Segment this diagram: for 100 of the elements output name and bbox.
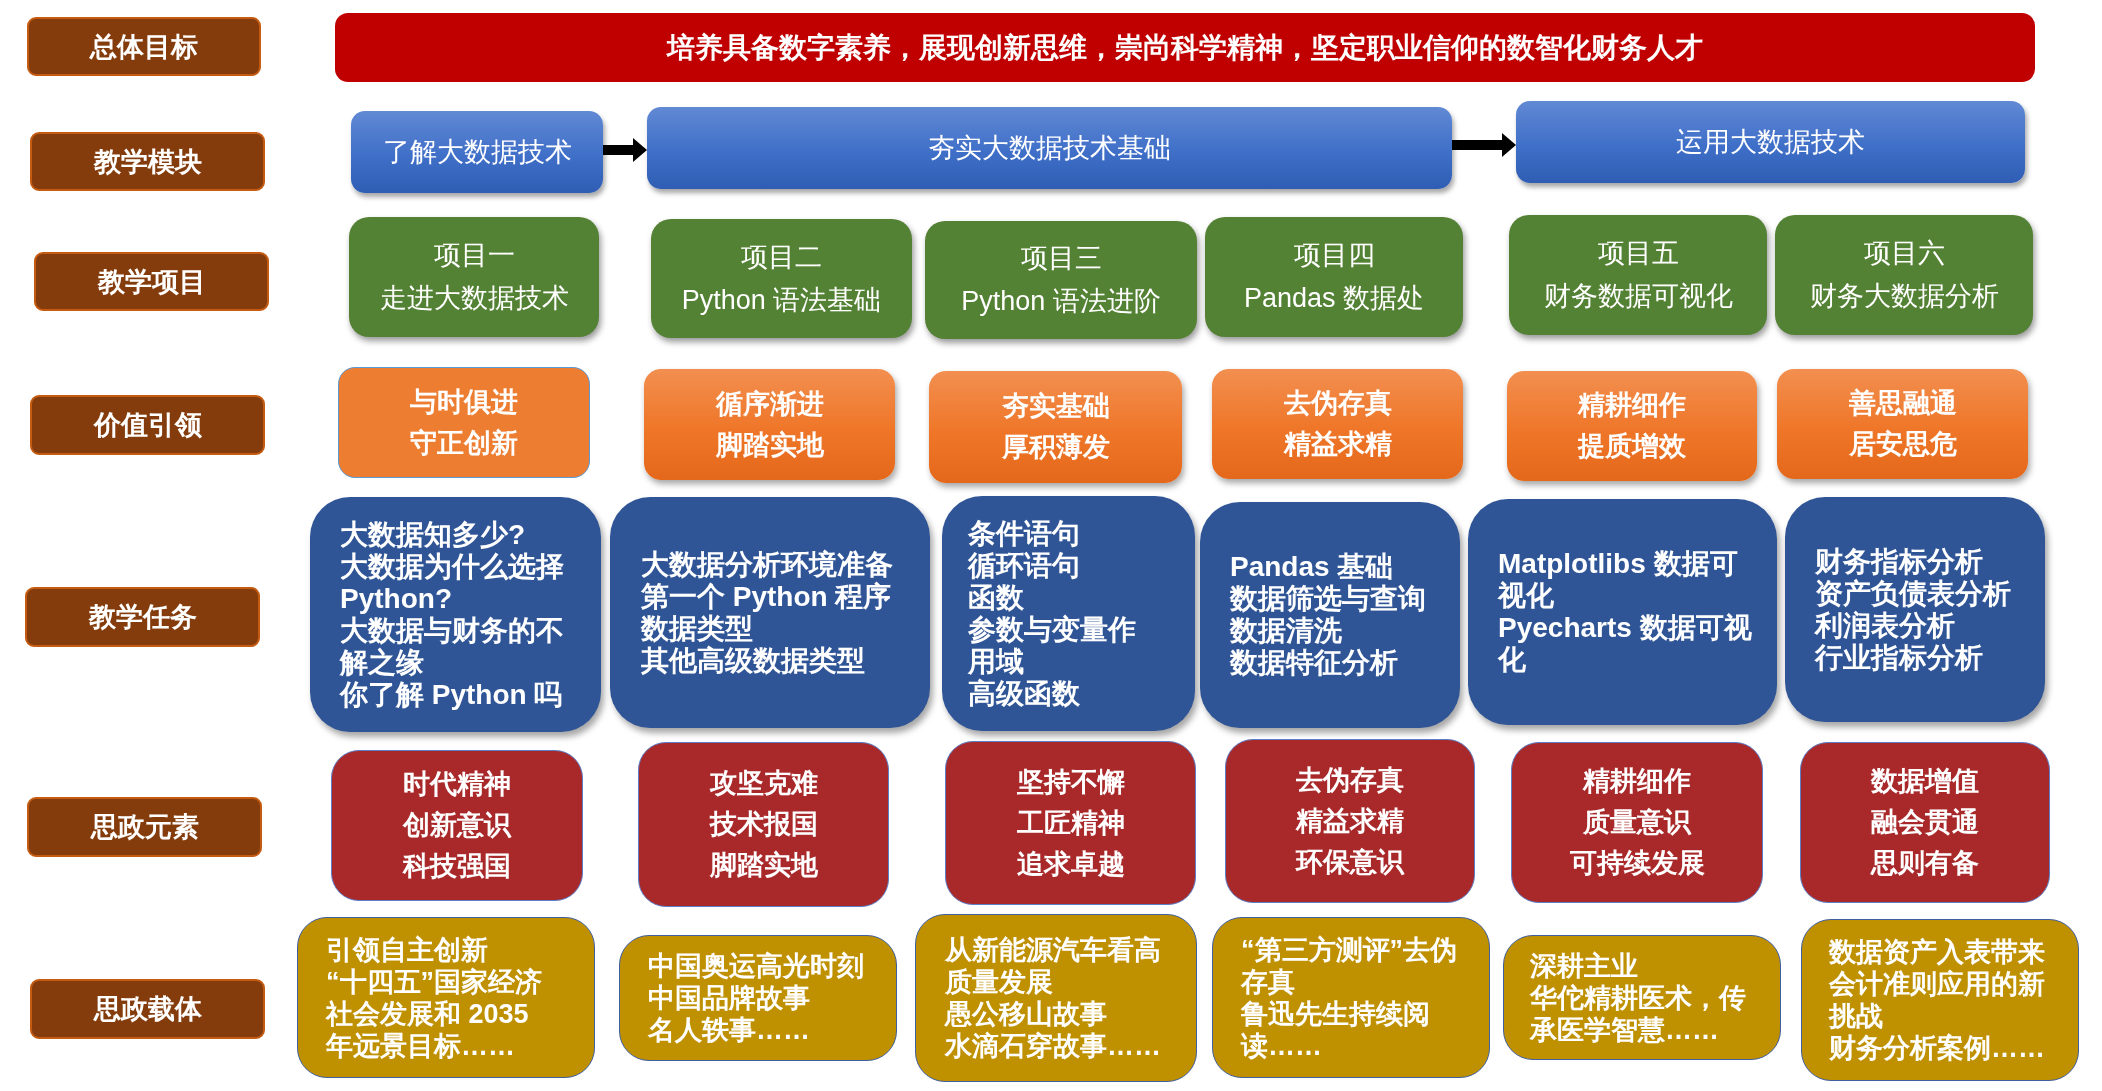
value-phrase: 循序渐进 (715, 387, 824, 421)
value-phrase: 去伪存真 (1283, 387, 1392, 420)
element-phrase: 追求卓越 (1016, 847, 1125, 881)
carrier-text: 深耕主业 (1530, 949, 1638, 982)
task-item: Pandas 基础 (1230, 551, 1394, 583)
element-box (1511, 742, 1763, 903)
module-title: 夯实大数据技术基础 (928, 132, 1171, 165)
project-box (1509, 215, 1767, 335)
task-item: 参数与变量作用域 (968, 613, 1137, 678)
row-label: 教学模块 (93, 145, 202, 179)
task-box (610, 497, 930, 728)
value-box (1507, 371, 1757, 481)
row-label-box (34, 252, 269, 311)
project-title: Python 语法进阶 (961, 285, 1161, 318)
row-label: 思政元素 (90, 811, 199, 844)
task-item: 条件语句 (968, 517, 1080, 550)
task-box (1785, 497, 2045, 722)
carrier-text: 名人轶事…… (648, 1014, 810, 1046)
goal-banner (335, 13, 2035, 82)
task-item: 大数据知多少? (340, 518, 526, 551)
task-item: 其他高级数据类型 (641, 644, 865, 677)
task-item: 数据特征分析 (1230, 647, 1398, 679)
element-phrase: 坚持不懈 (1016, 765, 1125, 799)
element-phrase: 脚踏实地 (709, 849, 818, 882)
element-phrase: 融会贯通 (1871, 806, 1979, 839)
element-phrase: 可持续发展 (1569, 847, 1705, 880)
task-box (942, 496, 1195, 731)
module-box (351, 111, 603, 193)
value-phrase: 脚踏实地 (715, 428, 824, 462)
element-phrase: 环保意识 (1296, 845, 1404, 879)
row-label-box (27, 797, 262, 857)
carrier-box (915, 914, 1197, 1082)
value-phrase: 夯实基础 (1001, 390, 1110, 423)
value-phrase: 提质增效 (1578, 430, 1686, 463)
value-box (929, 371, 1182, 483)
carrier-text: 愚公移山故事 (945, 998, 1107, 1030)
task-box (1200, 502, 1460, 728)
value-box (338, 367, 590, 478)
task-box (310, 497, 601, 732)
value-phrase: 与时俱进 (410, 385, 518, 419)
project-title: 财务数据可视化 (1543, 280, 1733, 313)
module-title: 运用大数据技术 (1676, 126, 1865, 159)
element-box (1225, 739, 1475, 903)
carrier-text: 华佗精耕医术，传承医学智慧…… (1530, 981, 1747, 1046)
carrier-text: 数据资产入表带来会计准则应用的新挑战 (1829, 936, 2046, 1032)
task-item: 第一个 Python 程序 (641, 580, 892, 613)
task-box (1468, 499, 1777, 725)
task-item: 财务指标分析 (1815, 545, 1983, 578)
value-box (1212, 369, 1463, 479)
element-phrase: 质量意识 (1583, 806, 1691, 839)
row-label: 教学项目 (97, 265, 206, 299)
element-phrase: 创新意识 (403, 809, 511, 842)
value-box (644, 369, 895, 480)
value-phrase: 守正创新 (410, 426, 518, 460)
carrier-text: “十四五”国家经济社会发展和 2035 年远景目标…… (326, 965, 543, 1062)
arrow (1452, 133, 1516, 157)
project-box (349, 217, 599, 337)
carrier-box (1503, 935, 1781, 1060)
project-box (1205, 217, 1463, 337)
element-phrase: 思则有备 (1871, 847, 1979, 880)
task-item: 大数据分析环境准备 (641, 548, 893, 581)
carrier-box (1801, 919, 2079, 1081)
module-title: 了解大数据技术 (382, 136, 572, 169)
task-item: 高级函数 (968, 677, 1080, 710)
row-label: 价值引领 (93, 409, 202, 442)
task-item: Pyecharts 数据可视化 (1498, 612, 1753, 676)
element-phrase: 科技强国 (403, 850, 511, 883)
task-item: 利润表分析 (1815, 609, 1955, 642)
row-label-box (30, 979, 265, 1039)
goal-statement: 培养具备数字素养，展现创新思维，崇尚科学精神，坚定职业信仰的数智化财务人才 (667, 30, 1703, 65)
module-box (1516, 101, 2025, 183)
carrier-box (619, 935, 897, 1061)
element-phrase: 工匠精神 (1016, 806, 1125, 840)
project-number: 项目三 (1020, 242, 1102, 275)
module-box (647, 107, 1452, 189)
row-label-box (30, 132, 265, 191)
task-item: 大数据为什么选择 Python? (340, 550, 565, 615)
arrow (603, 138, 647, 162)
task-item: 数据筛选与查询 (1230, 583, 1426, 615)
carrier-text: 中国品牌故事 (648, 982, 810, 1014)
task-item: 大数据与财务的不解之缘 (340, 614, 565, 679)
row-label: 思政载体 (93, 993, 202, 1026)
row-label-box (25, 587, 260, 647)
element-box (1800, 742, 2050, 903)
project-number: 项目二 (741, 240, 822, 274)
carrier-text: 引领自主创新 (326, 933, 488, 966)
project-title: 财务大数据分析 (1809, 280, 1999, 313)
task-item: 你了解 Python 吗 (340, 678, 563, 711)
element-phrase: 时代精神 (403, 768, 511, 801)
project-title: 走进大数据技术 (379, 282, 569, 315)
task-item: 循环语句 (968, 549, 1080, 582)
carrier-box (1212, 917, 1490, 1078)
value-phrase: 精耕细作 (1578, 389, 1686, 422)
carrier-text: 水滴石穿故事…… (945, 1030, 1161, 1062)
project-number: 项目四 (1293, 239, 1375, 272)
project-title: Python 语法基础 (681, 283, 882, 317)
task-item: 数据清洗 (1230, 615, 1342, 647)
carrier-text: 从新能源汽车看高质量发展 (945, 934, 1162, 998)
carrier-text: 财务分析案例…… (1829, 1032, 2045, 1064)
element-phrase: 数据增值 (1871, 765, 1979, 798)
